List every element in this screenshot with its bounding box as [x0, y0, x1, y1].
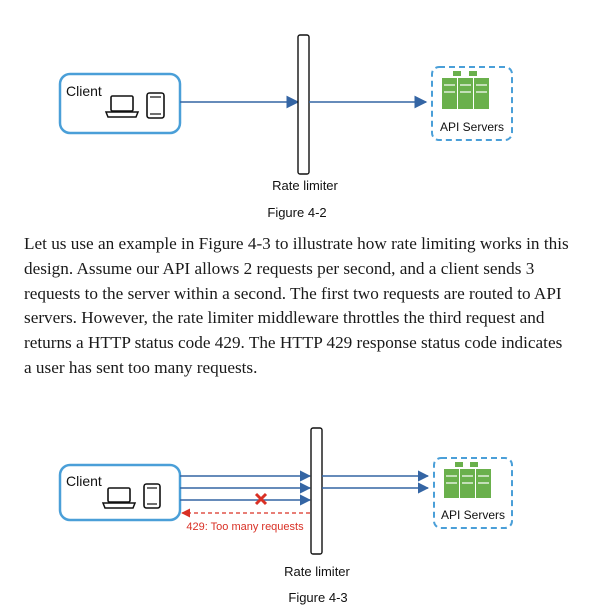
body-paragraph: Let us use an example in Figure 4-3 to i…	[24, 234, 569, 377]
figure-4-3: Client 429: Too many requests	[58, 427, 513, 605]
laptop-icon	[104, 95, 140, 118]
api-servers-label: API Servers	[440, 120, 504, 134]
error-label: 429: Too many requests	[186, 521, 304, 533]
rate-limiter-label: Rate limiter	[284, 564, 350, 579]
api-servers-label: API Servers	[441, 508, 505, 522]
phone-icon	[146, 92, 165, 119]
server-rack-icon	[442, 71, 489, 109]
client-box	[58, 463, 182, 522]
rate-limiter-bar	[310, 427, 323, 555]
figure-caption: Figure 4-3	[288, 590, 347, 605]
red-x-icon	[254, 492, 268, 506]
figure-caption: Figure 4-2	[267, 205, 326, 220]
client-label: Client	[66, 83, 102, 99]
rate-limiter-label: Rate limiter	[272, 178, 338, 193]
client-label: Client	[66, 473, 102, 489]
figure-4-2: Client Rate limiter	[58, 34, 513, 220]
laptop-icon	[101, 487, 137, 509]
server-rack-icon	[444, 462, 491, 498]
rate-limiter-bar	[297, 34, 310, 175]
phone-icon	[143, 483, 161, 509]
